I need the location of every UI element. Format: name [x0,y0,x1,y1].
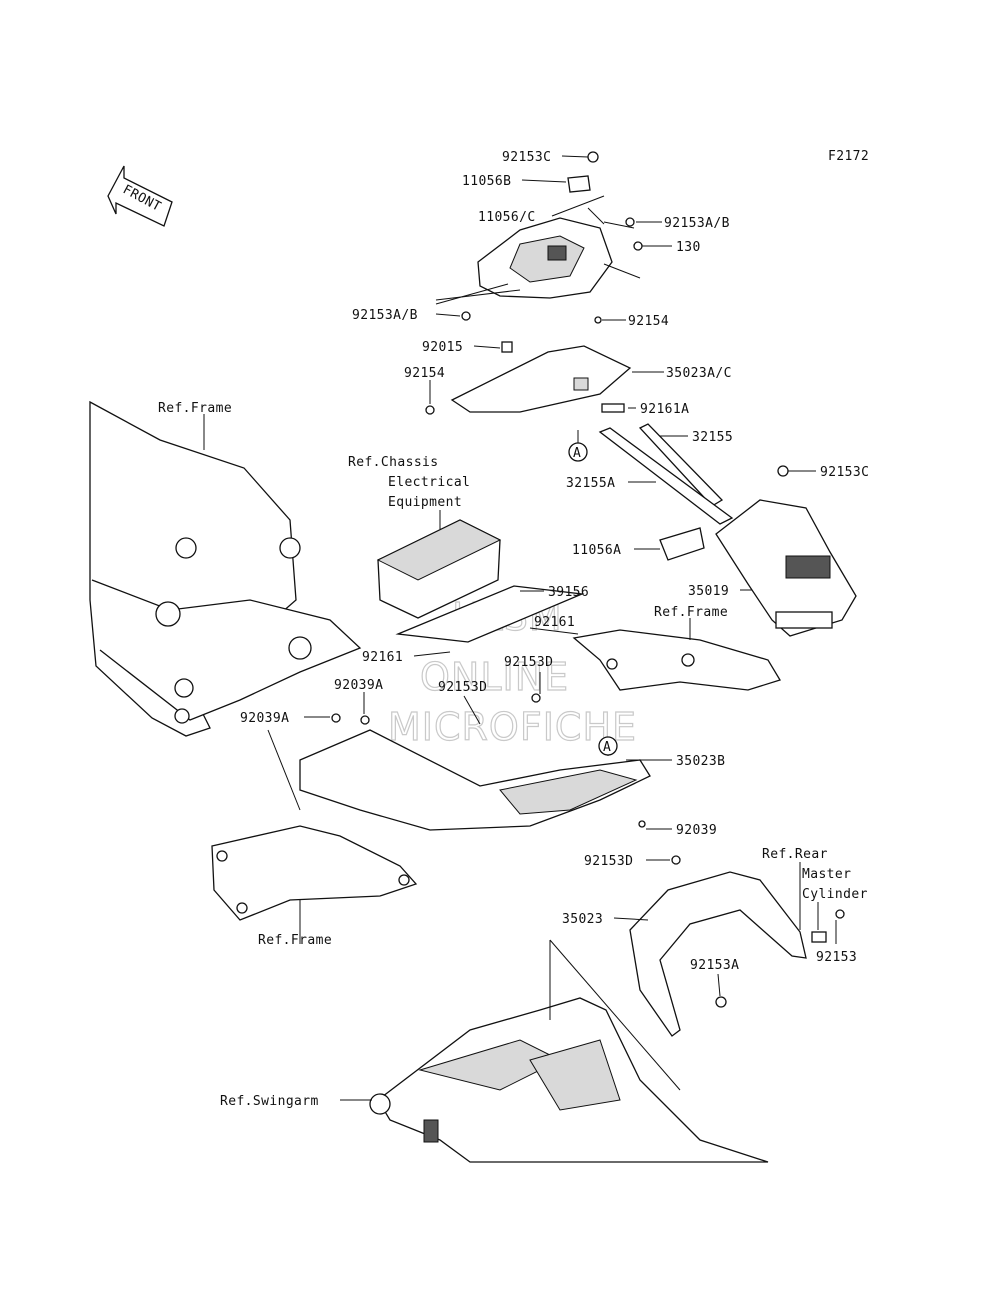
label-92153d-mid: 92153D [504,655,553,670]
ref-rear-line-3: Cylinder [802,887,868,902]
label-92154-top: 92154 [628,314,669,329]
label-92153d-bottom: 92153D [584,854,633,869]
reference-labels: Ref.Frame Ref.Chassis Electrical Equipme… [158,401,868,1109]
watermark-line-3: MICROFICHE [388,705,637,749]
label-92153c-top: 92153C [502,150,551,165]
label-92153ab-left: 92153A/B [352,308,418,323]
rear-cover-drawing [629,871,827,1037]
frame-bottom-left-drawing [211,825,418,921]
label-92161-left: 92161 [362,650,403,665]
ref-rear-line-2: Master [802,867,851,882]
callout-a-lower-letter: A [603,740,611,755]
seat-lock-bracket-drawing [477,175,613,299]
label-92039a-mid: 92039A [334,678,383,693]
callout-a-lower: A [598,736,618,756]
label-35023: 35023 [562,912,603,927]
front-direction-arrow: FRONT [107,165,173,227]
ref-chassis-line-3: Equipment [388,495,462,510]
label-92154-left: 92154 [404,366,445,381]
ref-chassis-line-1: Ref.Chassis [348,455,439,470]
watermark-line-2: ONLINE [420,655,569,699]
label-35023b: 35023B [676,754,725,769]
tail-light-bracket-drawing [659,499,857,637]
label-11056c: 11056/C [478,210,536,225]
label-32155a: 32155A [566,476,615,491]
label-11056b: 11056B [462,174,511,189]
battery-drawing [376,519,585,643]
swingarm-drawing [369,997,769,1163]
label-92039: 92039 [676,823,717,838]
frame-right-drawing [572,629,781,691]
label-92161-right: 92161 [534,615,575,630]
label-35023ac: 35023A/C [666,366,732,381]
callout-a-upper-letter: A [573,446,581,461]
label-92153a: 92153A [690,958,739,973]
ref-swingarm: Ref.Swingarm [220,1094,319,1109]
label-92153ab-right: 92153A/B [664,216,730,231]
ref-chassis-line-2: Electrical [388,475,470,490]
label-92039a-left: 92039A [240,711,289,726]
label-39156: 39156 [548,585,589,600]
leader-lines [203,155,837,1101]
label-35019: 35019 [688,584,729,599]
ref-rear-line-1: Ref.Rear [762,847,828,862]
part-labels: 92153C 11056B 11056/C 92153A/B 130 92153… [240,150,869,973]
frame-left-drawing [89,400,362,737]
ref-frame-bottom-left: Ref.Frame [258,933,332,948]
label-32155: 32155 [692,430,733,445]
drain-pipes-drawing [598,403,734,525]
label-92153: 92153 [816,950,857,965]
label-92161a: 92161A [640,402,689,417]
under-tray-drawing [450,345,632,413]
callout-a-upper: A [568,442,588,462]
label-92153d-low: 92153D [438,680,487,695]
label-130: 130 [676,240,701,255]
lower-cover-drawing [299,729,651,831]
label-92015: 92015 [422,340,463,355]
ref-frame-top-left: Ref.Frame [158,401,232,416]
label-11056a: 11056A [572,543,621,558]
label-92153c-right: 92153C [820,465,869,480]
small-bolt-parts [331,151,845,1008]
ref-frame-right: Ref.Frame [654,605,728,620]
figure-code: F2172 [828,149,869,164]
